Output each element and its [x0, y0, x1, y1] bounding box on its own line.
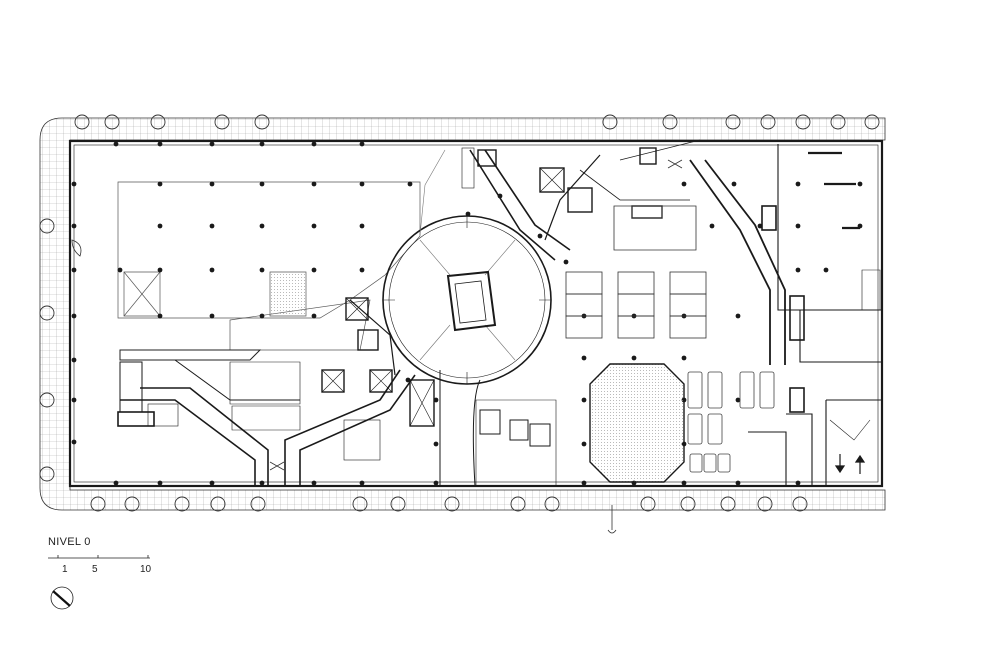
elevator-cores	[321, 147, 657, 427]
entry-arrows-icon	[829, 419, 871, 474]
plan-legend: NIVEL 0 1 5 10	[48, 536, 168, 616]
street-trees	[39, 114, 880, 512]
north-arrow-icon	[50, 586, 74, 610]
left-hall	[117, 181, 421, 361]
small-rooms	[117, 361, 557, 487]
scale-label-10: 10	[140, 564, 152, 575]
entrance-markers	[71, 159, 683, 534]
octagonal-court	[589, 363, 685, 483]
scale-bar	[48, 555, 150, 559]
scale-label-1: 1	[62, 564, 68, 575]
ramps-corridors	[120, 139, 786, 486]
service-rooms	[748, 144, 882, 486]
central-rotunda	[382, 149, 552, 487]
scale-label-5: 5	[92, 564, 98, 575]
level-title: NIVEL 0	[48, 536, 91, 548]
columns-grid	[71, 141, 863, 486]
parking-bays	[687, 371, 775, 473]
sidewalk-paving	[39, 117, 886, 511]
shop-modules	[565, 205, 707, 339]
